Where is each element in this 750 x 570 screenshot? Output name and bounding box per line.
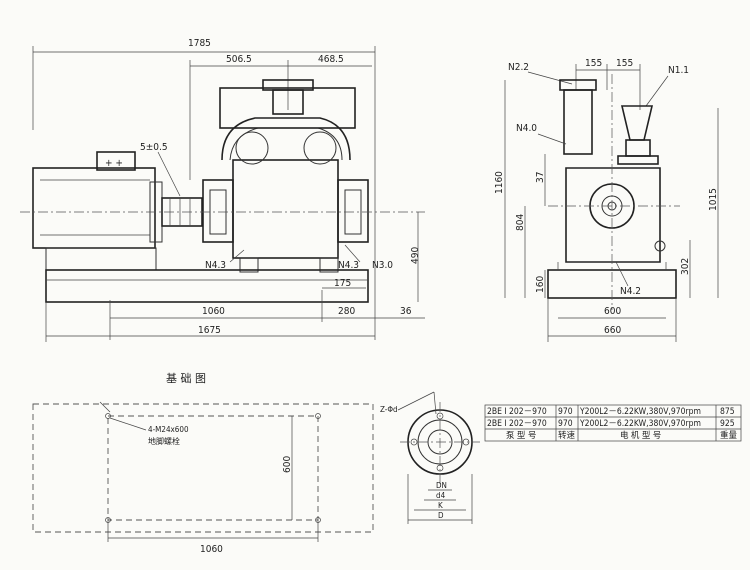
dim-1675: 1675	[198, 325, 221, 336]
nozzle-n40: N4.0	[516, 123, 537, 134]
bolt-name: 地脚螺栓	[148, 436, 180, 446]
separator-cylinder	[563, 89, 593, 155]
row2-weight: 925	[720, 419, 735, 429]
dim-468-5: 468.5	[318, 54, 344, 65]
dim-280: 280	[338, 306, 355, 317]
pump-casing-side	[565, 167, 661, 263]
dim-660: 660	[604, 325, 621, 336]
nozzle-n43-right: N4.3	[338, 260, 359, 271]
row2-pump: 2BE I 202－970	[487, 419, 547, 429]
header-motor: 电 机 型 号	[620, 430, 661, 441]
nozzle-n43-left: N4.3	[205, 260, 226, 271]
dim-302: 302	[680, 258, 691, 275]
dim-1060-found: 1060	[200, 544, 223, 555]
dim-155-a: 155	[585, 58, 602, 69]
dim-1060-front: 1060	[202, 306, 225, 317]
header-pump: 泵 型 号	[506, 431, 536, 441]
base-frame	[45, 269, 369, 303]
flange-z-label: Z-Φd	[380, 405, 398, 414]
dim-1015: 1015	[708, 188, 719, 211]
dim-600-side: 600	[604, 306, 621, 317]
dim-506-5: 506.5	[226, 54, 252, 65]
dim-coupling-gap: 5±0.5	[140, 142, 168, 153]
nozzle-n11: N1.1	[668, 65, 689, 76]
dim-160: 160	[535, 276, 546, 293]
nozzle-n22: N2.2	[508, 62, 529, 73]
nozzle-n30: N3.0	[372, 260, 393, 271]
dim-37: 37	[535, 172, 546, 183]
row1-pump: 2BE I 202－970	[487, 407, 547, 417]
flange-d4: d4	[436, 491, 446, 500]
flange-d: D	[438, 511, 444, 520]
nozzle-n42: N4.2	[620, 286, 641, 297]
spec-table: 2BE I 202－970 970 Y200L2－6.22KW,380V,970…	[484, 404, 742, 442]
flange-detail: Z-Φd DN d4 K D	[380, 391, 480, 524]
dim-1160: 1160	[494, 171, 505, 194]
header-weight: 重量	[720, 430, 738, 441]
front-view: 1785 506.5 468.5 + + 5±0.5	[20, 38, 425, 342]
separator	[219, 87, 356, 129]
pump-body	[232, 159, 339, 259]
dim-1785: 1785	[188, 38, 211, 49]
flange-k: K	[438, 501, 443, 510]
dim-600-found: 600	[282, 456, 293, 473]
motor-symbol: + +	[105, 158, 123, 169]
bolt-spec: 4-M24x600	[148, 425, 189, 434]
foundation-title: 基 础 图	[166, 372, 206, 385]
dim-175: 175	[334, 278, 351, 289]
row1-motor: Y200L2－6.22KW,380V,970rpm	[579, 407, 701, 417]
terminal-box	[96, 151, 136, 171]
row2-speed: 970	[558, 419, 573, 429]
dim-804: 804	[515, 214, 526, 231]
dim-36: 36	[400, 306, 412, 317]
row2-motor: Y200L2－6.22KW,380V,970rpm	[579, 419, 701, 429]
flange-dn: DN	[436, 481, 447, 490]
row1-speed: 970	[558, 407, 573, 417]
row1-weight: 875	[720, 407, 735, 417]
foundation-outline	[32, 403, 374, 533]
side-view: 155 155 N2.2 N1.1 N4.0 N4.2	[494, 58, 719, 342]
dim-155-b: 155	[616, 58, 633, 69]
header-speed: 转速	[558, 430, 576, 441]
dim-490: 490	[410, 247, 421, 264]
foundation-plan: 基 础 图 4-M24x600 地脚螺栓 600 1060	[32, 372, 374, 555]
